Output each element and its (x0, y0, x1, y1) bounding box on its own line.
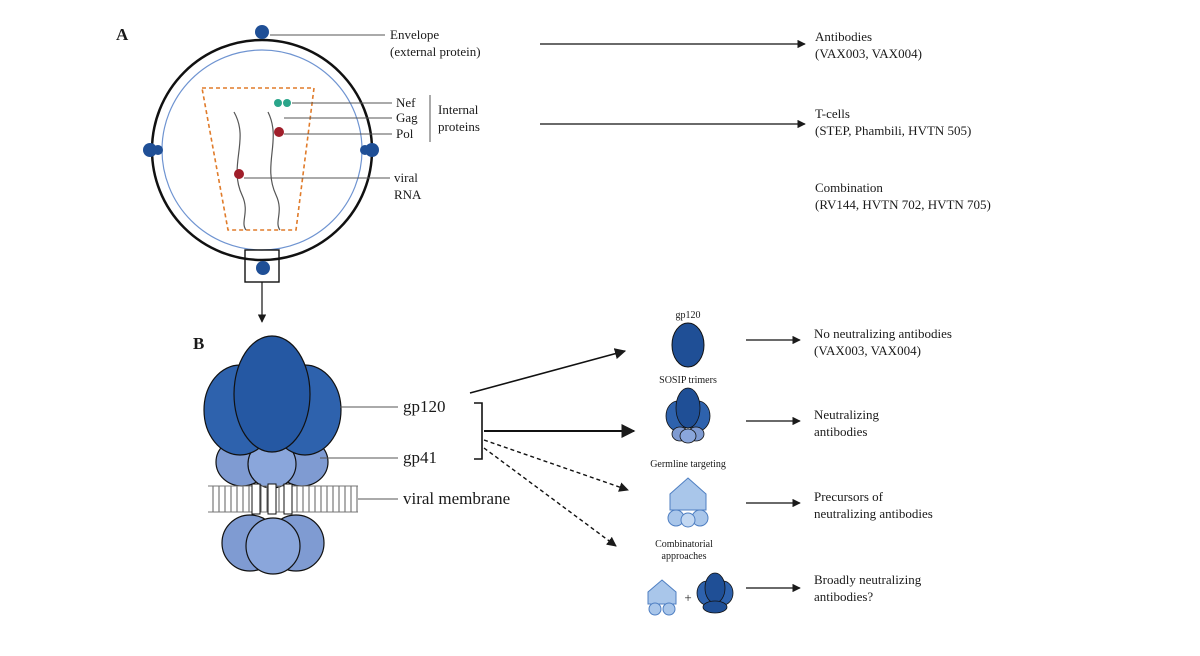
immunogen-sosip-title: SOSIP trimers (659, 375, 717, 386)
env-spike (153, 145, 163, 155)
strategy-combination: Combination (815, 180, 883, 195)
outcome-4: Broadly neutralizing (814, 572, 922, 587)
panel-a-label: A (116, 25, 129, 44)
immunogen-combinatorial-title: Combinatorial (655, 539, 713, 550)
label-gag: Gag (396, 110, 418, 125)
immunogen-germline-title: Germline targeting (650, 459, 726, 470)
env-trimer (203, 335, 358, 575)
immunogen-combinatorial-title-2: approaches (662, 551, 707, 562)
trimer-bracket (474, 402, 483, 460)
label-gp120: gp120 (403, 397, 446, 416)
panel-a-leaders (244, 34, 431, 179)
label-proteins: proteins (438, 119, 480, 134)
label-gp41: gp41 (403, 448, 437, 467)
panel-b-label: B (193, 334, 204, 353)
strategy-antibodies: Antibodies (815, 29, 872, 44)
strategy-tcells-trials: (STEP, Phambili, HVTN 505) (815, 123, 971, 138)
combinatorial-germline-icon (647, 579, 677, 616)
sosip-trimer-icon (665, 387, 711, 444)
outcome-2: Neutralizing (814, 407, 879, 422)
env-spike (255, 25, 269, 39)
capsid-outline (201, 87, 315, 231)
virion-envelope (150, 38, 374, 262)
strategy-tcells: T-cells (815, 106, 850, 121)
outcome-4-line2: antibodies? (814, 589, 873, 604)
outcome-1: No neutralizing antibodies (814, 326, 952, 341)
pol-protein (274, 127, 284, 137)
rna-strand (233, 111, 247, 231)
env-spike (143, 143, 157, 157)
combinatorial-plus: + (684, 590, 691, 605)
virion-matrix (161, 49, 363, 251)
env-spike (360, 145, 370, 155)
label-pol: Pol (396, 126, 414, 141)
label-rna: RNA (394, 187, 422, 202)
rna-strand (267, 111, 281, 231)
label-envelope: Envelope (390, 27, 439, 42)
label-viral-membrane: viral membrane (403, 489, 510, 508)
viral-membrane-bilayer (208, 486, 358, 512)
immunogen-gp120-title: gp120 (676, 310, 701, 321)
strategy-antibodies-trials: (VAX003, VAX004) (815, 46, 922, 61)
label-internal: Internal (438, 102, 479, 117)
combinatorial-trimer-icon (696, 572, 734, 614)
outcome-2-line2: antibodies (814, 424, 867, 439)
gp120-monomer-icon (671, 322, 705, 368)
outcome-3: Precursors of (814, 489, 884, 504)
germline-immunogen-icon (667, 477, 709, 528)
label-nef: Nef (396, 95, 416, 110)
pol-protein (234, 169, 244, 179)
strategy-combination-trials: (RV144, HVTN 702, HVTN 705) (815, 197, 991, 212)
label-envelope-sub: (external protein) (390, 44, 481, 59)
nef-protein (283, 99, 291, 107)
label-viral: viral (394, 170, 418, 185)
outcome-3-line2: neutralizing antibodies (814, 506, 933, 521)
env-spike (256, 261, 270, 275)
panel-b-leaders (320, 406, 398, 500)
arrow-to-gp120 (469, 348, 627, 394)
nef-protein (274, 99, 282, 107)
virion-diagram (143, 25, 379, 323)
outcome-1-trials: (VAX003, VAX004) (814, 343, 921, 358)
arrow-to-germline (483, 439, 629, 492)
